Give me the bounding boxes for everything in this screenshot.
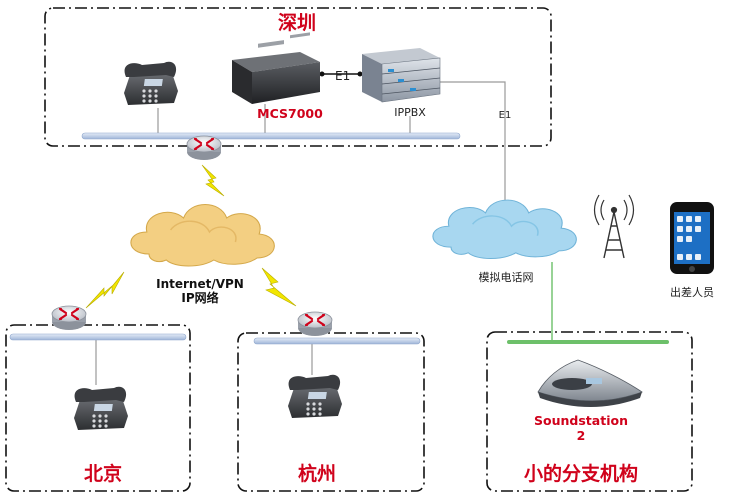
link-dot-mcs (319, 71, 325, 77)
e1-label-right: E1 (499, 110, 512, 121)
mobile-phone-icon (670, 202, 714, 274)
pstn-cloud-label: 模拟电话网 (479, 270, 534, 284)
site-frame-beijing (5, 324, 191, 492)
mcs-label: MCS7000 (257, 106, 323, 121)
site-title-beijing: 北京 (84, 462, 122, 485)
desk-phone-beijing (74, 386, 128, 430)
site-title-shenzhen: 深圳 (278, 11, 316, 34)
lan-bus-branch (507, 340, 669, 344)
pstn-cloud (432, 199, 577, 260)
lan-bus-hangzhou (253, 337, 421, 345)
lightning-bj-internet (85, 271, 125, 309)
soundstation-icon (537, 359, 643, 407)
desk-phone-shenzhen (124, 61, 178, 105)
link-dot-ippbx (357, 71, 363, 77)
ippbx-icon (362, 48, 441, 103)
router-shenzhen (185, 134, 223, 162)
internet-cloud (130, 203, 275, 267)
mcs-server-icon (232, 32, 320, 104)
desk-phone-hangzhou (288, 374, 342, 418)
site-frame-hangzhou (237, 332, 425, 492)
site-title-branch: 小的分支机构 (524, 462, 638, 485)
internet-cloud-label-line1: Internet/VPN (156, 277, 244, 291)
soundstation-label-line1: Soundstation (534, 413, 628, 428)
ippbx-label: IPPBX (394, 106, 426, 119)
router-hangzhou (296, 310, 334, 338)
lightning-hz-internet (261, 267, 297, 307)
e1-label-left: E1 (335, 69, 350, 83)
lan-bus-shenzhen (81, 132, 461, 140)
internet-cloud-label-line2: IP网络 (181, 290, 218, 305)
site-frame-shenzhen (44, 7, 552, 147)
radio-tower-icon (593, 194, 635, 259)
site-title-hangzhou: 杭州 (298, 462, 336, 485)
site-frame-branch (486, 331, 693, 492)
lightning-sz-internet (201, 164, 225, 197)
link-ippbx-pstn (438, 81, 506, 200)
router-beijing (50, 304, 88, 332)
soundstation-label-line2: 2 (577, 428, 586, 443)
lan-bus-beijing (9, 333, 187, 341)
mobile-label: 出差人员 (670, 285, 714, 299)
